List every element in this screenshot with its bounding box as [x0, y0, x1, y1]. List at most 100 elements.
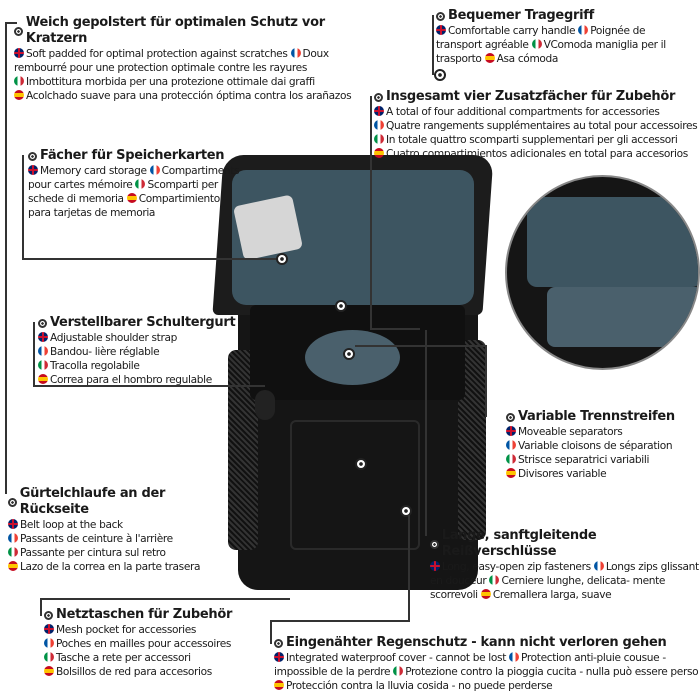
callout-zip-fasteners: Lange, sanftgleitende Reißverschlüsse Lo… — [430, 528, 700, 602]
bullet-icon — [44, 610, 53, 620]
es-flag-icon — [44, 666, 54, 676]
bullet-icon — [374, 92, 383, 102]
fr-flag-icon — [38, 346, 48, 356]
text-fr: Poches en mailles pour accessoires — [56, 638, 232, 650]
target-marker — [400, 505, 412, 517]
it-flag-icon — [135, 179, 146, 189]
text-it: Imbottitura morbida per una protezione o… — [26, 76, 315, 88]
text-it: Protezione contro la pioggia cucita - nu… — [405, 666, 699, 678]
callout-memory-card: Fächer für Speicherkarten Memory card st… — [28, 148, 243, 220]
text-fr: Variable cloisons de séparation — [518, 440, 673, 452]
fr-flag-icon — [509, 652, 520, 662]
uk-flag-icon — [38, 332, 48, 342]
text-it: Passante per cintura sul retro — [20, 547, 166, 559]
text-fr: Passants de ceinture à l'arrière — [20, 533, 173, 545]
callout-separators: Variable Trennstreifen Moveable separato… — [506, 409, 700, 481]
target-marker — [343, 348, 355, 360]
es-flag-icon — [484, 53, 495, 63]
uk-flag-icon — [8, 519, 18, 529]
it-flag-icon — [393, 666, 404, 676]
es-flag-icon — [506, 468, 516, 478]
uk-flag-icon — [44, 624, 54, 634]
callout-title: Weich gepolstert für optimalen Schutz vo… — [25, 15, 325, 46]
text-it: Cerniere lunghe, delicata- mente scorrev… — [430, 575, 666, 601]
fr-flag-icon — [506, 440, 516, 450]
connector-line — [370, 328, 420, 330]
it-flag-icon — [14, 76, 24, 86]
text-es: Acolchado suave para una protección ópti… — [26, 90, 352, 102]
fr-flag-icon — [578, 25, 589, 35]
text-en: Soft padded for optimal protection again… — [26, 48, 288, 60]
es-flag-icon — [8, 561, 18, 571]
it-flag-icon — [8, 547, 18, 557]
connector-line — [408, 515, 410, 622]
connector-line — [33, 385, 265, 387]
bullet-icon — [28, 151, 37, 161]
uk-flag-icon — [374, 106, 384, 116]
fr-flag-icon — [8, 533, 18, 543]
text-fr: Longs zips glissant en douceur — [430, 561, 699, 587]
bullet-icon — [430, 539, 439, 549]
es-flag-icon — [14, 90, 24, 100]
text-it: VComoda maniglia per il trasporto — [436, 39, 666, 65]
callout-soft-padded: Weich gepolstert für optimalen Schutz vo… — [14, 15, 384, 103]
connector-line — [33, 322, 35, 386]
bullet-icon — [38, 318, 47, 328]
it-flag-icon — [506, 454, 516, 464]
text-it: Scomparti per schede di memoria — [28, 179, 218, 205]
bullet-icon — [436, 11, 445, 21]
connector-line — [40, 598, 42, 616]
connector-line — [270, 620, 272, 644]
es-flag-icon — [374, 148, 384, 158]
callout-title: Fächer für Speicherkarten — [40, 148, 225, 163]
fr-flag-icon — [44, 638, 54, 648]
it-flag-icon — [38, 360, 48, 370]
text-fr: Quatre rangements supplémentaires au tot… — [386, 120, 698, 132]
target-marker — [355, 458, 367, 470]
it-flag-icon — [489, 575, 500, 585]
callout-carry-handle: Bequemer Tragegriff Comfortable carry ha… — [436, 8, 676, 66]
uk-flag-icon — [436, 25, 446, 35]
text-en: Integrated waterproof cover - cannot be … — [286, 652, 506, 664]
text-it: Strisce separatrici variabili — [518, 454, 650, 466]
it-flag-icon — [374, 134, 384, 144]
bullet-icon — [274, 638, 283, 648]
callout-mesh-pocket: Netztaschen für Zubehör Mesh pocket for … — [44, 607, 254, 679]
connector-line — [485, 345, 487, 417]
callout-title: Gürtelchlaufe an der Rückseite — [19, 486, 166, 517]
callout-title: Variable Trennstreifen — [518, 409, 675, 424]
es-flag-icon — [274, 680, 284, 690]
fr-flag-icon — [149, 165, 160, 175]
callout-title: Verstellbarer Schultergurt — [50, 315, 236, 330]
callout-title: Netztaschen für Zubehör — [56, 607, 233, 622]
text-it: Tracolla regolabile — [50, 360, 140, 372]
uk-flag-icon — [28, 165, 38, 175]
text-fr: Compartiments pour cartes mémoire — [28, 165, 240, 191]
target-marker — [434, 69, 446, 81]
es-flag-icon — [38, 374, 48, 384]
callout-title: Lange, sanftgleitende Reißverschlüsse — [441, 528, 597, 559]
es-flag-icon — [480, 589, 491, 599]
uk-flag-icon — [430, 561, 440, 571]
connector-line — [22, 258, 282, 260]
it-flag-icon — [44, 652, 54, 662]
text-it: Tasche a rete per accessori — [56, 652, 191, 664]
connector-line — [425, 330, 427, 536]
text-es: Cremallera larga, suave — [492, 589, 612, 601]
uk-flag-icon — [274, 652, 284, 662]
text-en: Memory card storage — [40, 165, 147, 177]
text-es: Bolsillos de red para accesorios — [56, 666, 212, 678]
text-es: Asa cómoda — [496, 53, 559, 65]
fr-flag-icon — [593, 561, 604, 571]
connector-line — [270, 620, 410, 622]
text-es: Compartimiento para tarjetas de memoria — [28, 193, 220, 219]
text-fr: Poignée de transport agréable — [436, 25, 646, 51]
text-es: Correa para el hombro regulable — [50, 374, 212, 386]
bullet-icon — [14, 26, 23, 36]
fr-flag-icon — [290, 48, 301, 58]
text-fr: Protection anti-pluie cousue -impossible… — [274, 652, 666, 678]
connector-line — [5, 22, 17, 24]
callout-four-compartments: Insgesamt vier Zusatzfächer für Zubehör … — [374, 89, 700, 161]
text-es: Divisores variable — [518, 468, 607, 480]
